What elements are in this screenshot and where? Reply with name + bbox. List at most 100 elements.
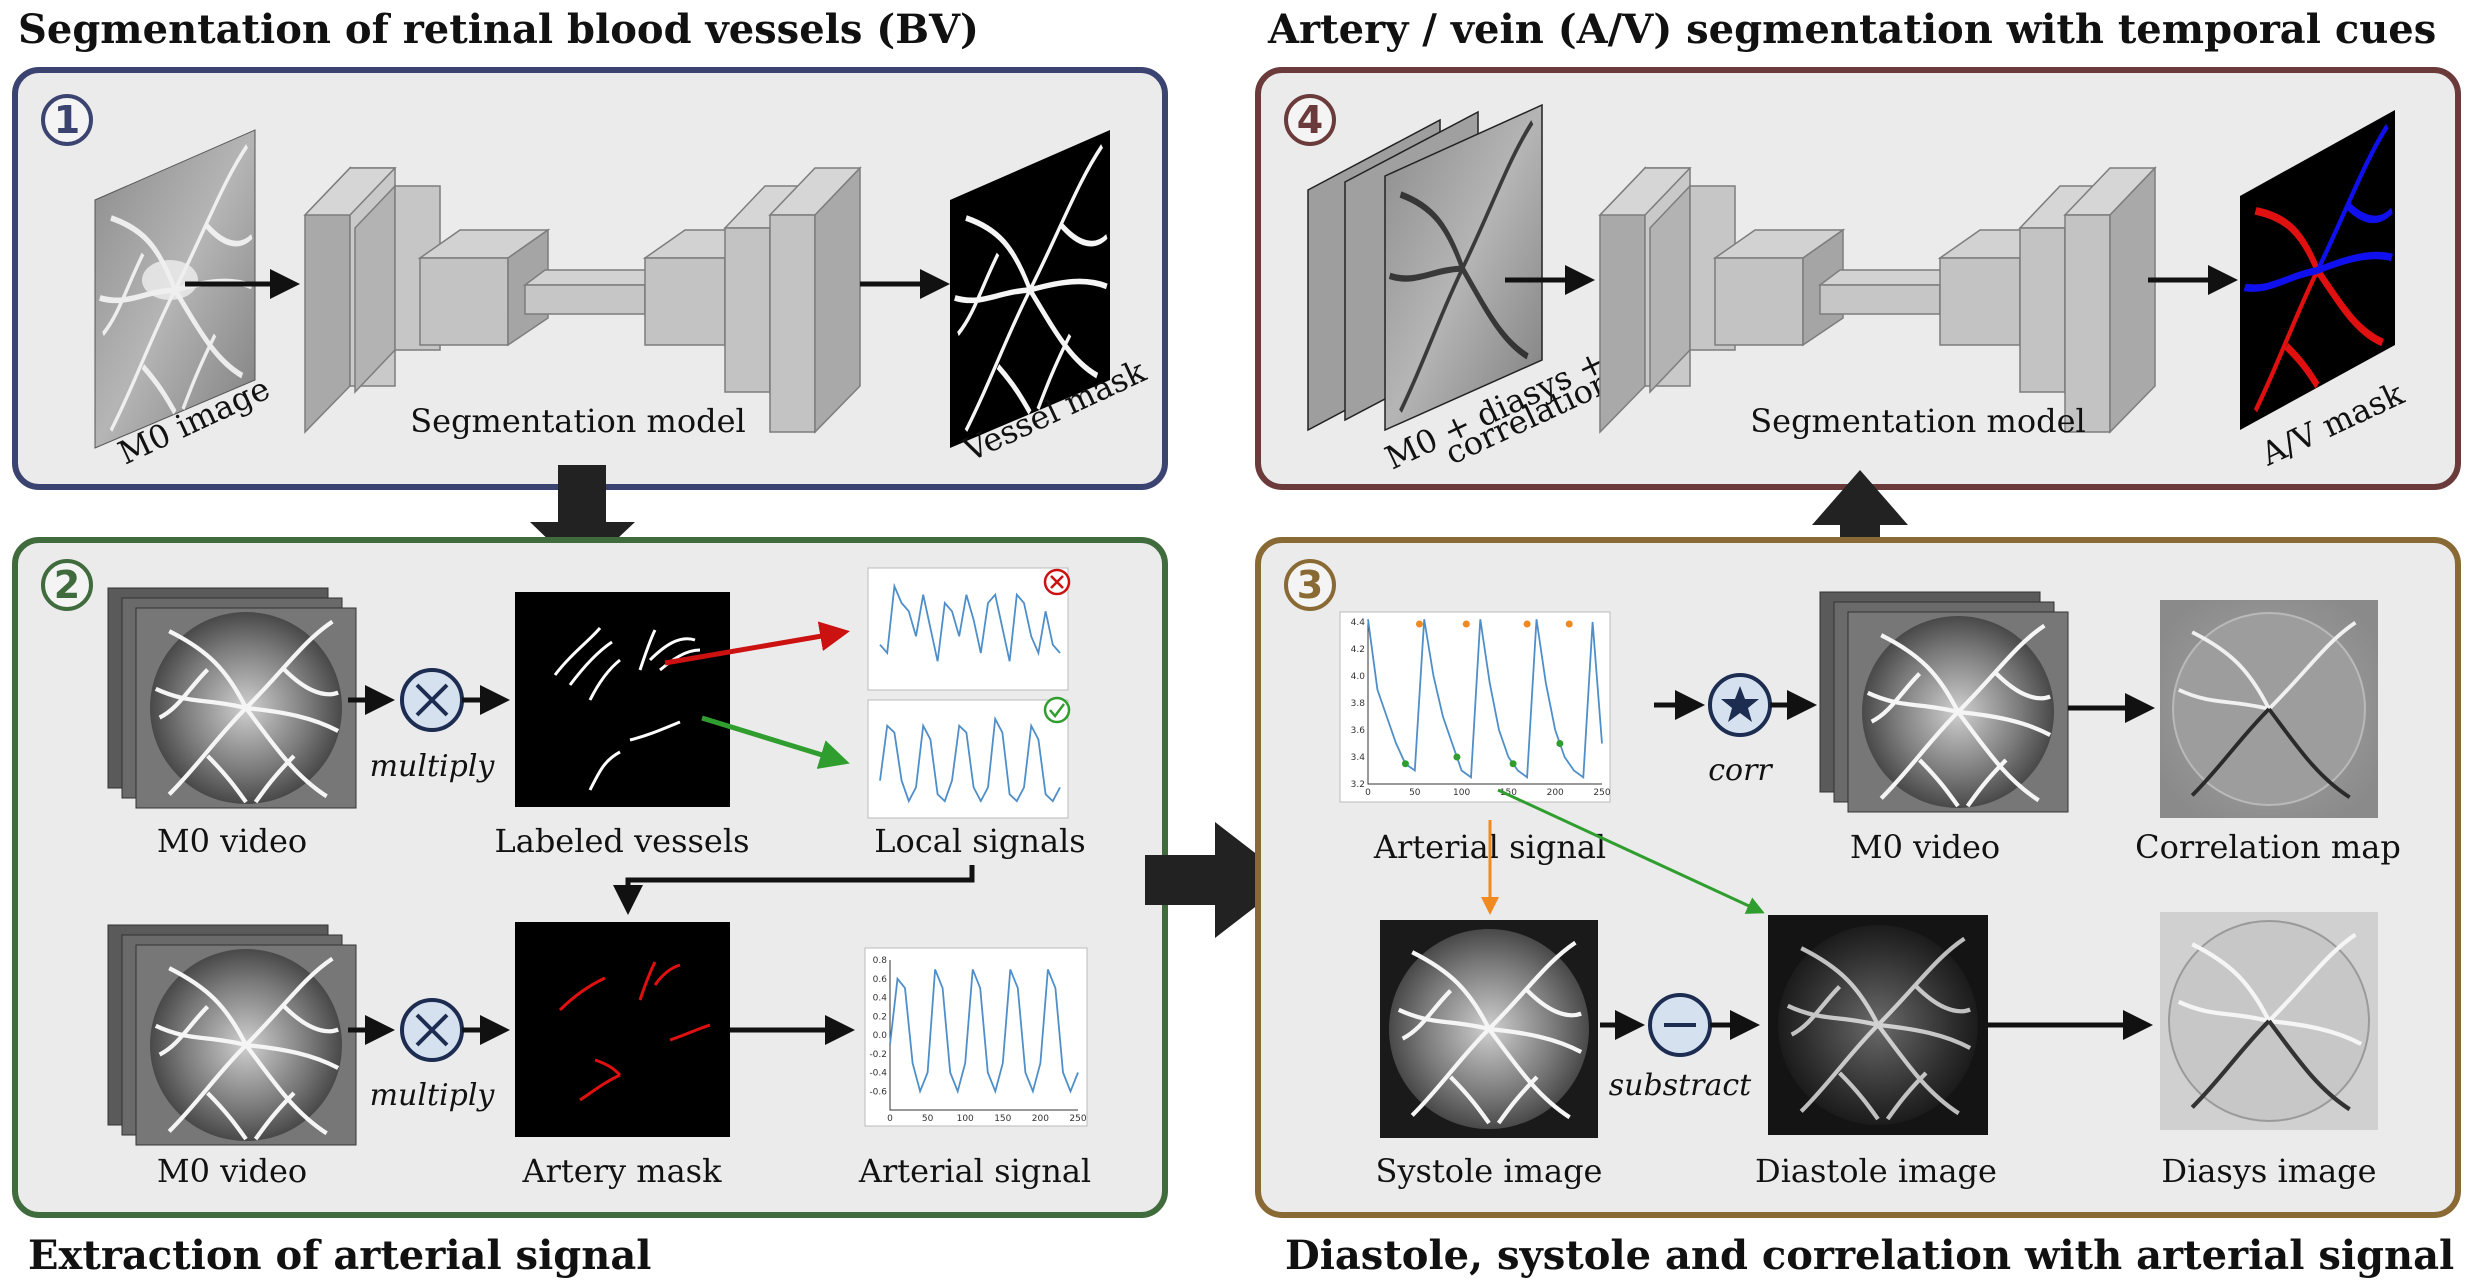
x-tick-label: 250: [1069, 1114, 1086, 1124]
chart-axis: [1367, 622, 1602, 785]
systole-marker: [1565, 620, 1573, 628]
y-tick-label: 0.0: [873, 1031, 888, 1041]
arterial-signal-p3-markers: [1401, 620, 1573, 768]
x-tick-label: 100: [957, 1114, 974, 1124]
systole-marker: [1523, 620, 1531, 628]
panel-1-badge: [41, 94, 93, 146]
systole-image-label: Systole image: [1376, 1152, 1603, 1190]
systole-image: [1380, 920, 1598, 1138]
y-tick-label: 3.2: [1351, 780, 1365, 790]
correlation-map: [2160, 600, 2378, 818]
m0-image: [94, 129, 256, 449]
y-tick-label: -0.6: [869, 1087, 887, 1097]
title-av-segmentation: Artery / vein (A/V) segmentation with te…: [1268, 6, 2437, 53]
y-tick-label: 0.2: [873, 1012, 887, 1022]
panel-4-badge: [1284, 94, 1336, 146]
panel-3-badge: [1284, 559, 1336, 611]
y-tick-label: 3.6: [1351, 726, 1366, 736]
diastole-marker: [1556, 740, 1564, 747]
segmentation-model-p4-label: Segmentation model: [1750, 402, 2086, 440]
panel-2-badge: [41, 559, 93, 611]
labeled-vessels: [515, 592, 730, 807]
correlation-op: [1708, 673, 1772, 737]
arrow-accepted: [701, 715, 850, 769]
title-diastole-systole: Diastole, systole and correlation with a…: [1285, 1232, 2455, 1279]
y-tick-label: 4.4: [1351, 618, 1366, 628]
av-mask: [2240, 110, 2395, 430]
arterial-signal-line: [889, 969, 1079, 1095]
y-tick-label: -0.2: [869, 1050, 887, 1060]
segmentation-model-p1: [303, 166, 862, 434]
multiply-op-row1: [400, 668, 464, 732]
diasys-image-label: Diasys image: [2161, 1152, 2376, 1190]
panel-2: 2 M0 video multiply Labeled vessels: [12, 537, 1168, 1218]
local-signals-label: Local signals: [874, 822, 1085, 860]
y-tick-label: 3.4: [1351, 753, 1366, 763]
y-tick-label: 0.6: [873, 975, 888, 985]
x-tick-label: 150: [994, 1114, 1011, 1124]
panel-4: 4 M0 + diasys + correlation: [1255, 67, 2461, 490]
arrow-p3-to-p4: [1812, 470, 1908, 580]
diastole-image-label: Diastole image: [1755, 1152, 1997, 1190]
diastole-marker: [1401, 760, 1409, 768]
artery-mask-label: Artery mask: [522, 1152, 723, 1190]
local-signal-accepted-chart: [867, 696, 1071, 819]
arterial-signal-p2-label: Arterial signal: [858, 1152, 1091, 1190]
m0-video-row2: [107, 924, 357, 1146]
x-tick-label: 50: [922, 1114, 934, 1124]
m0-video-row2-label: M0 video: [157, 1152, 307, 1190]
title-bv-segmentation: Segmentation of retinal blood vessels (B…: [18, 6, 979, 53]
vessel-mask: [950, 130, 1110, 448]
x-tick-label: 150: [1500, 788, 1517, 798]
x-tick-label: 50: [1409, 788, 1421, 798]
local-signal-rejected-line: [879, 582, 1061, 662]
multiply-label-row2: multiply: [370, 1078, 496, 1113]
m0-video-p3: [1819, 591, 2069, 813]
m0-video-row1-label: M0 video: [157, 822, 307, 860]
local-signal-accepted-line: [879, 715, 1061, 804]
arrow-rejected: [664, 621, 850, 666]
diastole-image: [1768, 915, 1988, 1135]
corr-label: corr: [1708, 753, 1773, 788]
arrow-local-to-artery: [613, 865, 975, 915]
stacked-inputs: [1307, 103, 1543, 432]
star-icon: [1721, 686, 1759, 722]
diasys-image: [2160, 912, 2378, 1130]
chart-axis: [889, 960, 1078, 1111]
panel-2-number: 2: [54, 563, 80, 607]
panel-1-number: 1: [54, 98, 80, 142]
artery-mask: [515, 922, 730, 1137]
segmentation-model-p4: [1598, 166, 2157, 434]
arrow-p2-to-p3: [1145, 822, 1290, 938]
title-arterial-extraction: Extraction of arterial signal: [28, 1232, 652, 1279]
arrow-diastole: [1497, 788, 1765, 914]
y-tick-label: -0.4: [869, 1069, 887, 1079]
diastole-marker: [1453, 753, 1461, 761]
y-tick-label: 4.0: [1351, 672, 1366, 682]
subtract-label: substract: [1609, 1068, 1752, 1103]
accept-icon: [1043, 696, 1071, 724]
m0-video-p3-label: M0 video: [1850, 828, 2000, 866]
y-tick-label: 4.2: [1351, 645, 1365, 655]
x-tick-label: 100: [1453, 788, 1470, 798]
multiply-op-row2: [400, 998, 464, 1062]
subtract-op: [1648, 993, 1712, 1057]
panel-4-number: 4: [1297, 98, 1323, 142]
segmentation-model-p1-label: Segmentation model: [410, 402, 746, 440]
diastole-marker: [1509, 760, 1517, 768]
m0-video-row1: [107, 587, 357, 809]
accept-check: [1049, 703, 1065, 719]
labeled-vessels-label: Labeled vessels: [494, 822, 749, 860]
systole-marker: [1415, 620, 1423, 628]
multiply-label-row1: multiply: [370, 749, 496, 784]
x-tick-label: 200: [1032, 1114, 1049, 1124]
local-signal-rejected-chart: [867, 567, 1071, 691]
panel-1: 1 M0 image: [12, 67, 1168, 490]
x-tick-label: 0: [1365, 788, 1371, 798]
systole-marker: [1462, 620, 1470, 628]
